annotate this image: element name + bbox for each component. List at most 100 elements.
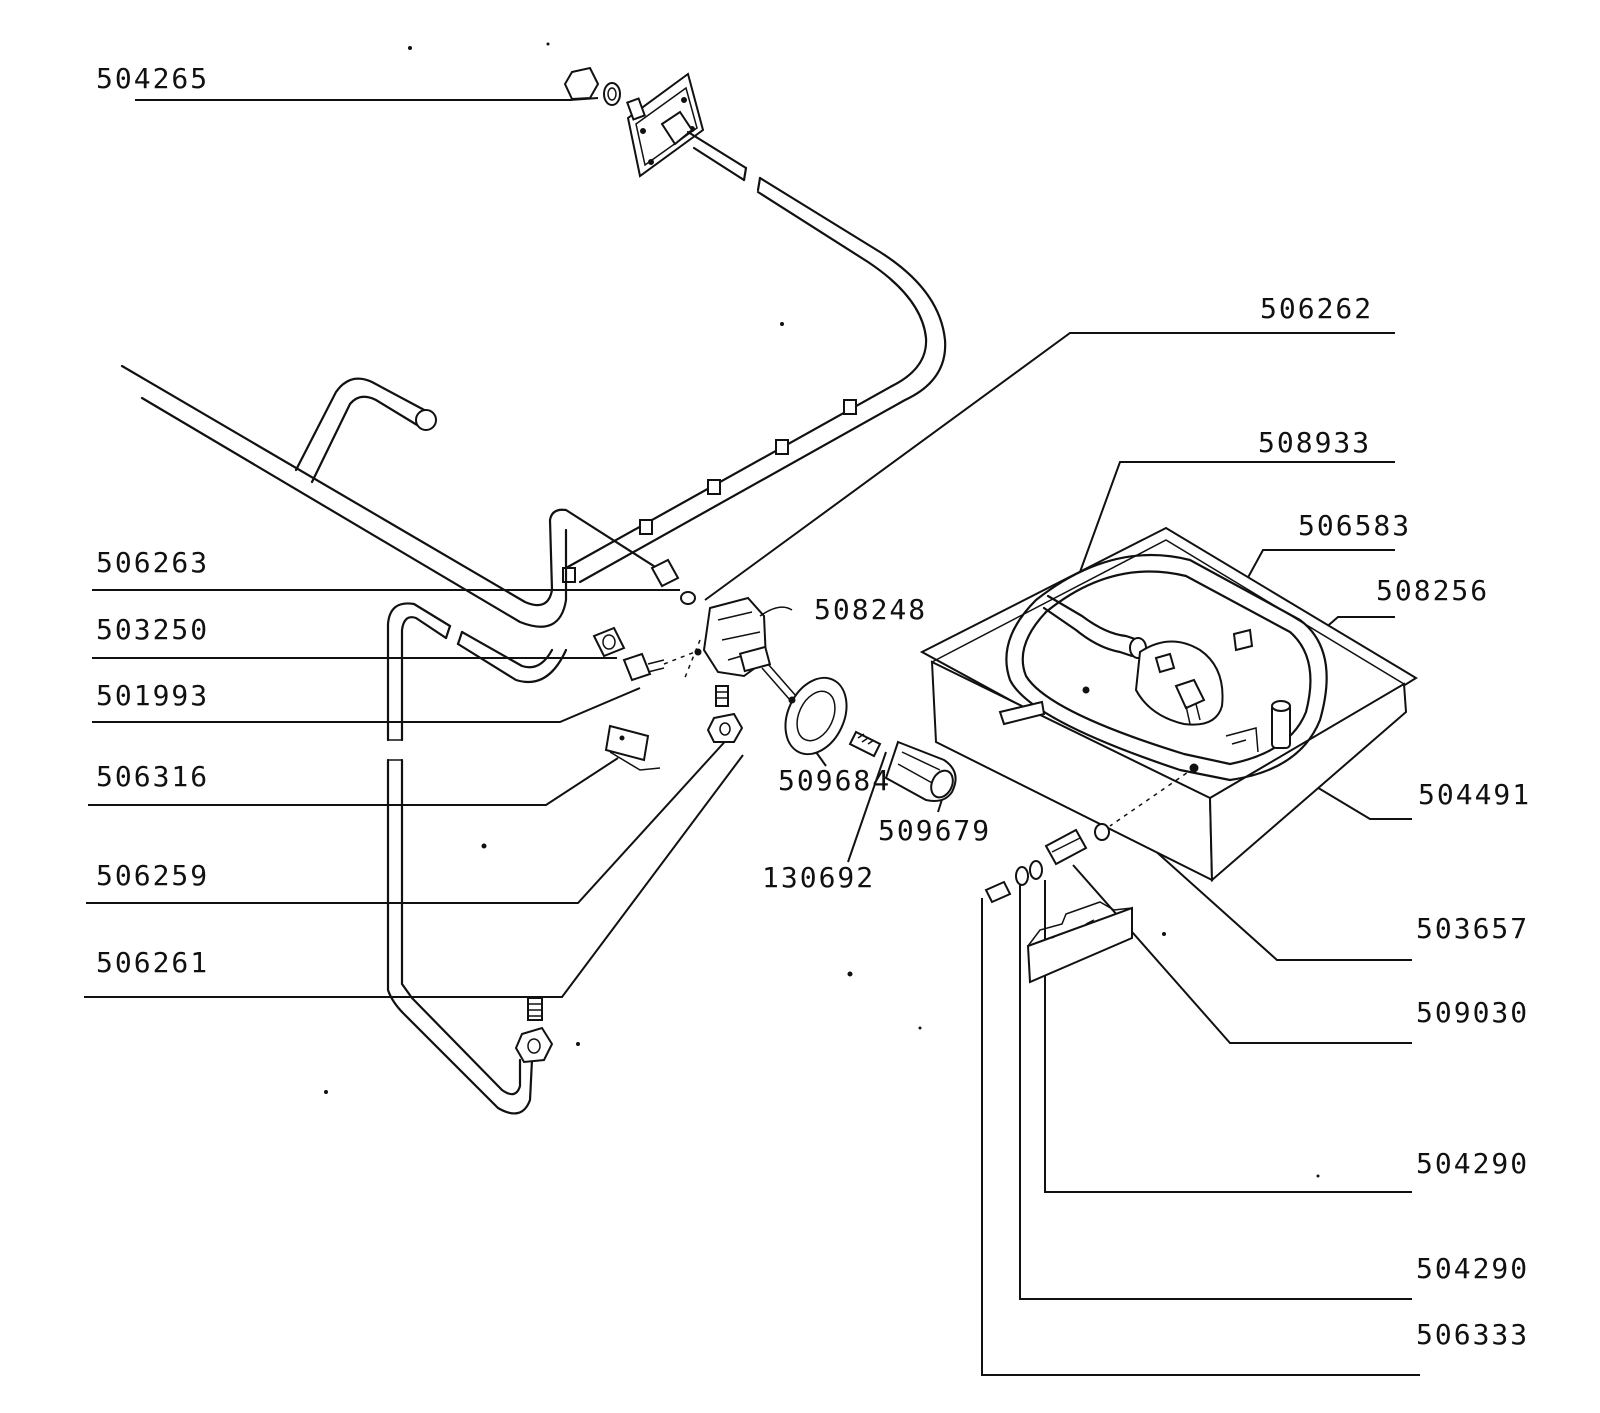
pilot-pipe-break-a bbox=[444, 624, 464, 646]
valve-spindle bbox=[761, 663, 797, 701]
washer-504290-a bbox=[1029, 860, 1043, 880]
leader-503657 bbox=[1131, 829, 1412, 961]
label-508256: 508256 bbox=[1376, 574, 1489, 607]
manifold-pipe-bend-inner bbox=[564, 190, 928, 570]
bracket-top-flange bbox=[1027, 901, 1133, 947]
pilot-tube bbox=[1185, 703, 1201, 725]
part-labels: 504265 506262 508933 506583 508256 50626… bbox=[96, 62, 1531, 1351]
nozzle-2 bbox=[775, 439, 789, 455]
gas-valve-assembly bbox=[592, 596, 797, 701]
burner-ring bbox=[1005, 554, 1328, 782]
nut-506261-hole bbox=[719, 722, 731, 736]
nozzle-1 bbox=[843, 399, 857, 415]
speck bbox=[481, 843, 487, 849]
label-506333: 506333 bbox=[1416, 1318, 1529, 1351]
inlet-washer-hole bbox=[607, 87, 617, 101]
bracket-slot bbox=[1051, 919, 1095, 939]
manifold-pipe-upper bbox=[686, 130, 748, 182]
knob-bezel-509684 bbox=[784, 676, 848, 756]
fitting-506259-threads bbox=[716, 691, 728, 699]
bezel-screw bbox=[788, 696, 796, 704]
speck bbox=[780, 322, 784, 326]
label-509679: 509679 bbox=[878, 814, 991, 847]
label-509684: 509684 bbox=[778, 764, 891, 797]
flange-inner bbox=[635, 86, 698, 167]
leader-506259 bbox=[86, 724, 741, 904]
post-top bbox=[1271, 700, 1291, 712]
valve-inlet-dash bbox=[683, 639, 701, 681]
scan-specks bbox=[324, 42, 1320, 1178]
igniter-body-detail bbox=[1051, 837, 1081, 853]
label-504265: 504265 bbox=[96, 62, 209, 95]
nut-506261 bbox=[706, 712, 744, 743]
leader-506262 bbox=[704, 332, 1395, 601]
knob-bezel-inner bbox=[796, 690, 836, 742]
speck bbox=[1162, 932, 1166, 936]
micro-switch bbox=[604, 724, 661, 771]
leader-504290-upper bbox=[1044, 880, 1412, 1193]
valve-port bbox=[694, 648, 702, 656]
pilot-pipe-to-valve bbox=[456, 630, 568, 684]
manifold-pipe-bend bbox=[578, 176, 947, 584]
micro-switch-body bbox=[604, 724, 650, 762]
flange-screw bbox=[640, 128, 646, 134]
flange-screw bbox=[648, 159, 654, 165]
pilot-fitting-503250-hole bbox=[602, 634, 616, 650]
injector-tip bbox=[647, 659, 665, 673]
igniter-bracket-509030 bbox=[1026, 906, 1133, 984]
speck bbox=[324, 1090, 328, 1094]
pilot-feed-pipe bbox=[386, 602, 568, 1115]
valve-cable bbox=[759, 606, 793, 617]
igniter-group bbox=[984, 767, 1195, 984]
leader-504265 bbox=[135, 97, 599, 101]
nozzle-3 bbox=[707, 479, 721, 495]
label-504290-upper: 504290 bbox=[1416, 1147, 1529, 1180]
igniter-body bbox=[1044, 828, 1088, 866]
pilot-pipe-lower bbox=[386, 758, 534, 1115]
tray-hole bbox=[1082, 686, 1090, 694]
leader-509684 bbox=[815, 751, 827, 767]
label-504491: 504491 bbox=[1418, 778, 1531, 811]
label-130692: 130692 bbox=[762, 861, 875, 894]
speck bbox=[408, 46, 412, 50]
pilot-fitting-threads bbox=[528, 1003, 542, 1017]
burner-tube-top bbox=[120, 364, 662, 607]
speck bbox=[576, 1042, 580, 1046]
knob-face bbox=[930, 769, 954, 799]
thermocouple-bracket bbox=[1225, 727, 1259, 753]
pilot-nut-group bbox=[706, 685, 744, 743]
tray-tab bbox=[998, 700, 1046, 726]
label-506259: 506259 bbox=[96, 859, 209, 892]
label-506261: 506261 bbox=[96, 946, 209, 979]
label-504290-lower: 504290 bbox=[1416, 1252, 1529, 1285]
leader-501993 bbox=[92, 687, 641, 723]
label-506583: 506583 bbox=[1298, 509, 1411, 542]
orifice-cap bbox=[680, 591, 696, 605]
leader-506261 bbox=[84, 754, 744, 998]
label-503657: 503657 bbox=[1416, 912, 1529, 945]
pipe-connector bbox=[650, 558, 680, 588]
electrode-506333 bbox=[984, 880, 1012, 904]
label-506262: 506262 bbox=[1260, 292, 1373, 325]
label-508248: 508248 bbox=[814, 593, 927, 626]
burner-tube bbox=[120, 364, 696, 628]
leader-508933 bbox=[1067, 461, 1395, 606]
label-503250: 503250 bbox=[96, 613, 209, 646]
micro-switch-hole bbox=[619, 735, 625, 741]
pilot-fitting-503250 bbox=[592, 626, 626, 658]
gas-manifold bbox=[562, 66, 947, 584]
flange-fitting bbox=[660, 110, 694, 146]
label-508933: 508933 bbox=[1258, 426, 1371, 459]
riser-end-cap bbox=[415, 409, 437, 431]
leader-509030 bbox=[1072, 864, 1412, 1044]
leader-506333 bbox=[981, 898, 1420, 1376]
pilot-nut-hole bbox=[527, 1038, 541, 1054]
speck bbox=[546, 42, 550, 46]
burner-inlet-tube bbox=[1042, 594, 1140, 658]
flange-screw bbox=[681, 97, 687, 103]
speck bbox=[847, 971, 853, 977]
knob-assembly bbox=[784, 676, 957, 802]
leader-130692 bbox=[847, 751, 887, 863]
leader-504290-lower bbox=[1019, 883, 1412, 1300]
